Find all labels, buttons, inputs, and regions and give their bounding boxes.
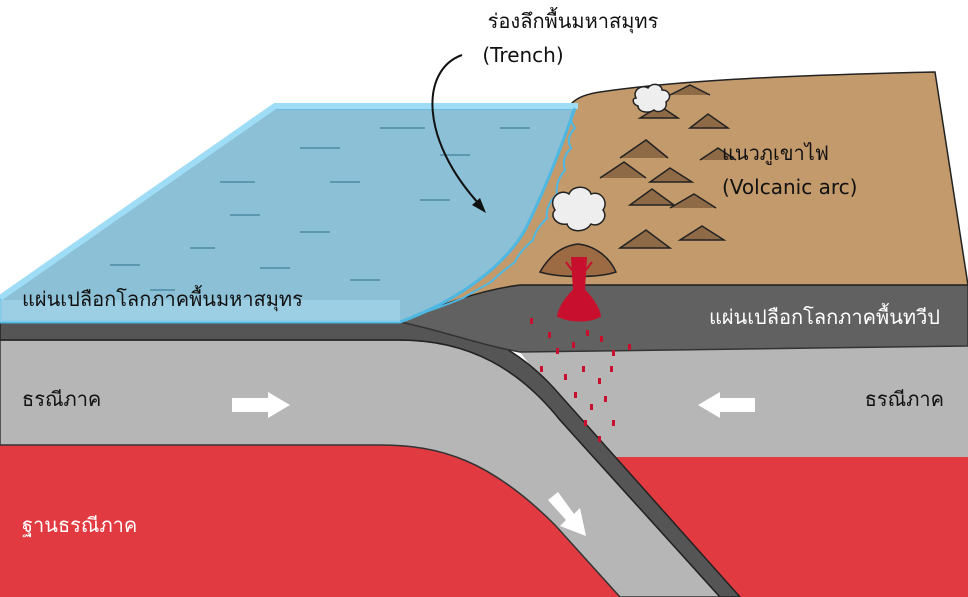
- arrow-left: [698, 392, 755, 418]
- volcanic-arc-label-thai: แนวภูเขาไฟ: [722, 141, 829, 166]
- asthenosphere-layer: [0, 440, 968, 597]
- coastline: [412, 107, 577, 317]
- trench-label-english: (Trench): [482, 43, 563, 67]
- magma-conduit: [556, 257, 602, 322]
- trench-pointer-arrowhead: [472, 198, 486, 213]
- ocean-front-face: [0, 300, 400, 322]
- trench-pointer-line: [431, 54, 481, 206]
- continental-crust-label: แผ่นเปลือกโลกภาคพื้นทวีป: [709, 303, 940, 329]
- ocean-water: [0, 106, 578, 324]
- lithosphere-left-label: ธรณีภาค: [22, 387, 101, 411]
- trench-label-thai: ร่องลึกพื้นมหาสมุทร: [488, 7, 659, 34]
- smoke-cloud-large: [551, 186, 606, 232]
- ocean-surface-edge: [0, 103, 578, 301]
- mountain-ridges: [599, 84, 737, 249]
- arrow-down-subduction: [548, 492, 586, 536]
- magma-droplets: [530, 318, 631, 442]
- water-ripples: [110, 127, 530, 291]
- oceanic-crust-label: แผ่นเปลือกโลกภาคพื้นมหาสมุทร: [22, 285, 303, 312]
- asthenosphere-label: ฐานธรณีภาค: [22, 513, 137, 537]
- volcanic-arc-label-english: (Volcanic arc): [722, 175, 857, 199]
- lithosphere-right-label: ธรณีภาค: [865, 387, 944, 411]
- smoke-cloud-small: [632, 83, 671, 113]
- arrow-right: [232, 392, 290, 418]
